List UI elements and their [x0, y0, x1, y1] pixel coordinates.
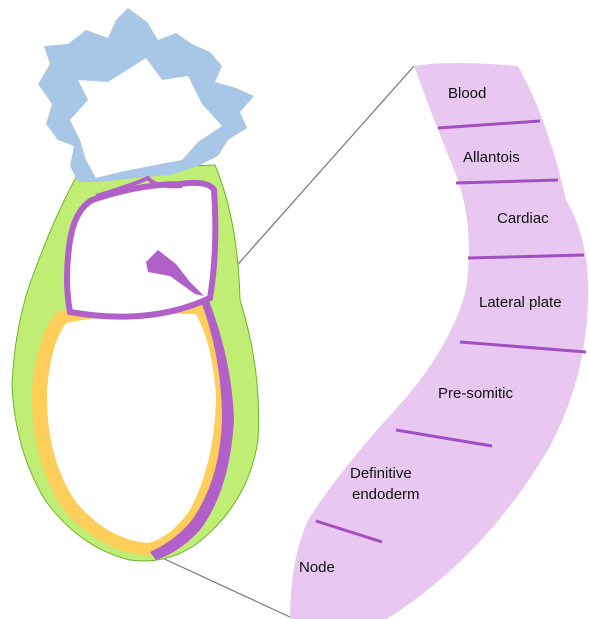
label-endoderm: endoderm — [352, 486, 420, 503]
label-allantois: Allantois — [463, 149, 520, 166]
exocoelom-ring — [67, 183, 215, 317]
label-lateral-plate: Lateral plate — [479, 294, 562, 311]
primitive-streak-strip: Blood Allantois Cardiac Lateral plate Pr… — [290, 63, 588, 619]
lower-guide-line — [158, 556, 290, 617]
label-blood: Blood — [448, 85, 486, 102]
label-cardiac: Cardiac — [497, 210, 549, 227]
strip-fill — [290, 63, 588, 619]
label-definitive: Definitive — [350, 465, 412, 482]
label-node: Node — [299, 559, 335, 576]
label-pre-somitic: Pre-somitic — [438, 385, 514, 402]
